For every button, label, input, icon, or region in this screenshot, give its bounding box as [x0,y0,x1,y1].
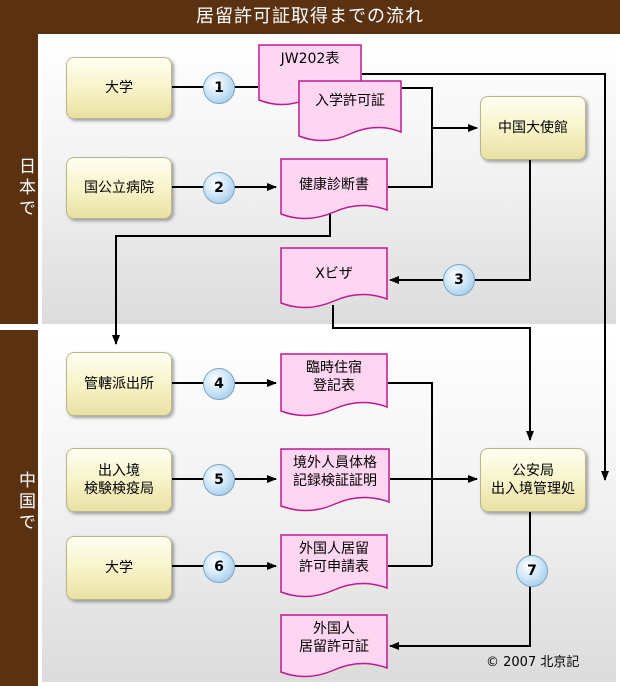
node-public-security-bureau: 公安局 出入境管理処 [480,448,586,512]
doc-temporary-residence-form-label: 臨時住宿 登記表 [306,360,362,394]
step-marker-1: 1 [203,72,235,104]
doc-health-certificate-label: 健康診断書 [299,177,369,193]
step-marker-3: 3 [443,264,475,296]
doc-residence-permit: 外国人 居留許可証 [280,614,388,680]
doc-residence-permit-application-label: 外国人居留 許可申請表 [299,541,369,575]
document-shape [298,80,402,142]
page-title: 居留許可証取得までの流れ [0,0,620,34]
doc-foreigner-health-verification-label: 境外人員体格 記録検証証明 [293,455,377,489]
step-marker-4: 4 [203,368,235,400]
node-public-hospital: 国公立病院 [66,157,172,219]
node-university-japan: 大学 [66,57,172,119]
document-shape [280,614,388,678]
doc-x-visa: Xビザ [280,247,388,311]
copyright-text: © 2007 北京記 [486,655,580,670]
doc-health-certificate: 健康診断書 [280,158,388,222]
doc-residence-permit-application: 外国人居留 許可申請表 [280,534,388,600]
doc-jw202-label: JW202表 [280,51,340,67]
section-bar-japan [0,34,38,324]
node-inspection-bureau: 出入境 検験検疫局 [66,448,172,512]
doc-residence-permit-label: 外国人 居留許可証 [299,621,369,655]
document-shape [280,158,388,220]
section-bar-china [0,330,38,686]
node-university-china: 大学 [66,536,172,600]
node-chinese-embassy: 中国大使館 [480,96,586,160]
node-jurisdiction-police: 管轄派出所 [66,352,172,416]
doc-temporary-residence-form: 臨時住宿 登記表 [280,353,388,419]
doc-x-visa-label: Xビザ [315,266,353,282]
doc-foreigner-health-verification: 境外人員体格 記録検証証明 [280,448,390,514]
document-shape [280,534,388,598]
section-divider [0,326,620,328]
document-shape [280,247,388,309]
section-label-china: 中国で [15,470,35,534]
section-label-japan: 日本で [15,156,35,220]
step-marker-6: 6 [203,551,235,583]
document-shape [280,448,390,512]
step-marker-7: 7 [516,555,548,587]
doc-admission-letter: 入学許可証 [298,80,402,144]
step-marker-5: 5 [203,464,235,496]
document-shape [280,353,388,417]
doc-admission-letter-label: 入学許可証 [315,93,385,109]
step-marker-2: 2 [203,172,235,204]
